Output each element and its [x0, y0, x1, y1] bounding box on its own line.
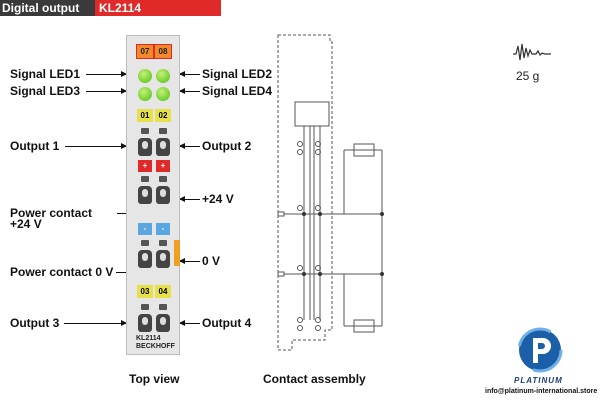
release-slot: [159, 128, 167, 134]
clamp-output4: [156, 314, 170, 332]
terminal-model-text: KL2114: [136, 335, 161, 342]
label-output4: Output 4: [202, 316, 252, 330]
label-signal-led4: Signal LED4: [202, 84, 273, 98]
arrow-output3: [64, 320, 127, 326]
clamp-0v-left: [138, 250, 152, 268]
label-0v: 0 V: [202, 254, 221, 268]
terminal-label-04: 04: [155, 285, 171, 298]
line-power-contact-0v: [116, 272, 126, 273]
clamp-plus24v-right: [156, 186, 170, 204]
arrow-plus24v: [179, 196, 200, 202]
terminal-label-03: 03: [137, 285, 153, 298]
arrow-output1: [65, 143, 127, 149]
arrow-output2: [179, 143, 200, 149]
release-slot: [141, 304, 149, 310]
electronics-block: [294, 101, 330, 127]
terminal-plus-right: +: [156, 160, 170, 172]
power-contact-tab: [174, 240, 180, 266]
weight-value: 25 g: [516, 69, 540, 83]
terminal-top-strip: 07 08: [136, 44, 172, 59]
clamp-0v-right: [156, 250, 170, 268]
terminal-label-01: 01: [137, 109, 153, 122]
release-slot: [159, 304, 167, 310]
line-power-contact-24v: [117, 213, 126, 214]
terminal-minus-left: -: [138, 223, 152, 235]
caption-contact-assembly: Contact assembly: [263, 372, 366, 386]
arrow-signal-led1: [86, 71, 127, 77]
brand-name: PLATINUM: [514, 376, 563, 385]
release-slot: [141, 128, 149, 134]
clamp-output3: [138, 314, 152, 332]
label-power-contact-24v: Power contact: [10, 206, 93, 220]
arrow-signal-led3: [86, 88, 127, 94]
load-resistor-bottom: [353, 319, 375, 333]
label-power-contact-24v-value: +24 V: [10, 217, 42, 231]
clamp-output1: [138, 138, 152, 156]
terminal-minus-right: -: [156, 223, 170, 235]
clamp-plus24v-left: [138, 186, 152, 204]
terminal-label-07: 07: [137, 45, 153, 58]
label-signal-led1: Signal LED1: [10, 67, 81, 81]
terminal-label-02: 02: [155, 109, 171, 122]
release-slot: [141, 176, 149, 182]
label-signal-led2: Signal LED2: [202, 67, 273, 81]
terminal-label-08: 08: [155, 45, 171, 58]
brand-email: info@platinum-international.store: [485, 388, 598, 395]
label-power-contact-0v: Power contact 0 V: [10, 265, 114, 279]
terminal-top-view: 07 08 01 02 + + - - 03 04 KL2114 BECKHOF…: [126, 35, 180, 355]
housing-outline: [277, 34, 333, 351]
label-plus24v: +24 V: [202, 192, 234, 206]
header-product-type: Digital output: [0, 0, 95, 16]
signal-led4: [156, 87, 170, 101]
label-output3: Output 3: [10, 316, 60, 330]
signal-led3: [138, 87, 152, 101]
header-model: KL2114: [95, 0, 221, 16]
label-signal-led3: Signal LED3: [10, 84, 81, 98]
arrow-signal-led4: [179, 88, 200, 94]
signal-led1: [138, 69, 152, 83]
clamp-output2: [156, 138, 170, 156]
arrow-output4: [179, 320, 200, 326]
label-output1: Output 1: [10, 139, 60, 153]
contact-assembly-diagram: [277, 34, 384, 351]
platinum-logo-icon: [517, 327, 563, 373]
release-slot: [159, 240, 167, 246]
terminal-maker-text: BECKHOFF: [136, 343, 175, 350]
caption-top-view: Top view: [129, 372, 180, 386]
weight-wave-icon: [513, 43, 551, 61]
arrow-0v: [179, 258, 200, 264]
arrow-signal-led2: [179, 71, 200, 77]
label-output2: Output 2: [202, 139, 252, 153]
signal-led2: [156, 69, 170, 83]
release-slot: [141, 240, 149, 246]
terminal-plus-left: +: [138, 160, 152, 172]
release-slot: [159, 176, 167, 182]
load-resistor-top: [353, 143, 375, 157]
